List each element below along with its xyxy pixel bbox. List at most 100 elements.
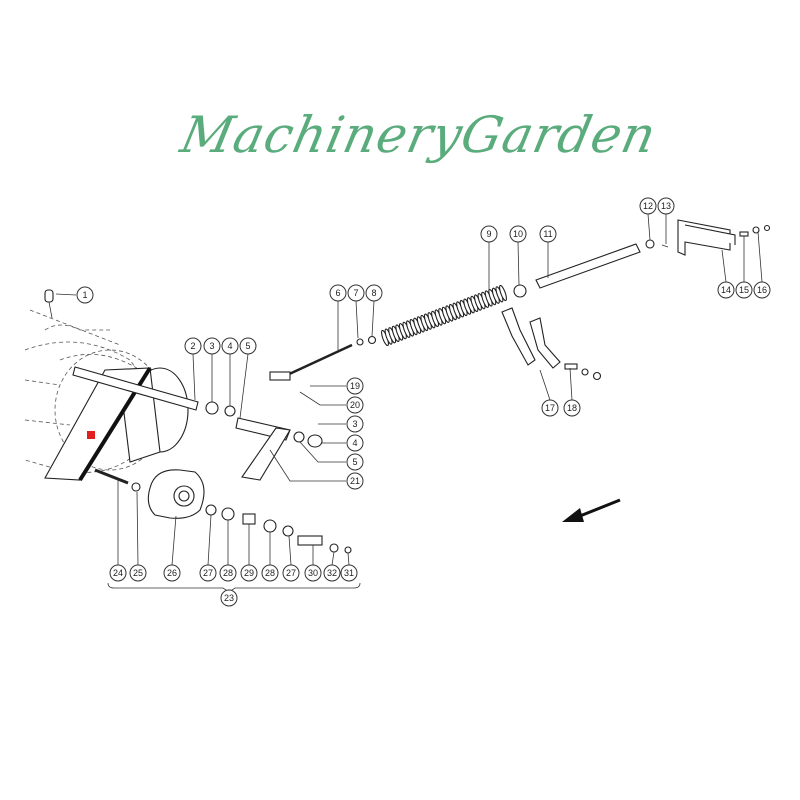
watermark: MachineryGarden: [175, 106, 662, 164]
spring-part: [381, 284, 507, 347]
callout-number: 32: [327, 568, 337, 578]
callout-circle: [239, 337, 257, 355]
callout-circle: [220, 589, 238, 607]
callout-circle: [203, 337, 221, 355]
plate-part: [501, 307, 602, 381]
callout-number: 11: [543, 229, 552, 239]
callout-number: 26: [167, 568, 177, 578]
callout-circle: [329, 284, 347, 302]
callout-3: 3: [346, 415, 364, 433]
callout-23: 23: [220, 589, 238, 607]
leader-lines: [55, 213, 763, 593]
callout-21: 21: [346, 472, 364, 490]
callout-number: 16: [757, 285, 767, 295]
callout-31: 31: [340, 564, 358, 582]
lever-part: [235, 417, 323, 481]
callout-circle: [346, 396, 364, 414]
callout-number: 1: [82, 290, 87, 300]
callout-27: 27: [282, 564, 300, 582]
callout-4: 4: [346, 434, 364, 452]
callout-number: 19: [350, 381, 360, 391]
callout-number: 3: [352, 419, 357, 429]
callout-4: 4: [221, 337, 239, 355]
callout-number: 23: [224, 593, 234, 603]
callout-circle: [346, 415, 364, 433]
callout-number: 20: [350, 400, 360, 410]
callout-10: 10: [509, 225, 527, 243]
tube-part: [513, 239, 669, 298]
callout-number: 12: [643, 201, 653, 211]
callout-6: 6: [329, 284, 347, 302]
callout-3: 3: [203, 337, 221, 355]
callout-circle: [539, 225, 557, 243]
callout-number: 3: [209, 341, 214, 351]
callout-19: 19: [346, 377, 364, 395]
callout-32: 32: [323, 564, 341, 582]
callout-12: 12: [639, 197, 657, 215]
callout-circle: [221, 337, 239, 355]
callout-circle: [541, 399, 559, 417]
callout-circle: [219, 564, 237, 582]
callout-circle: [340, 564, 358, 582]
callout-number: 27: [203, 568, 213, 578]
callout-circle: [509, 225, 527, 243]
callout-28: 28: [261, 564, 279, 582]
callout-number: 30: [308, 568, 318, 578]
callout-7: 7: [347, 284, 365, 302]
callout-18: 18: [563, 399, 581, 417]
roller-assembly: [94, 468, 352, 554]
callout-number: 5: [245, 341, 250, 351]
callout-number: 15: [739, 285, 749, 295]
callout-number: 18: [567, 403, 577, 413]
callout-circle: [346, 434, 364, 452]
callout-number: 4: [227, 341, 232, 351]
callout-number: 17: [545, 403, 555, 413]
callout-number: 28: [223, 568, 233, 578]
callout-circle: [346, 377, 364, 395]
direction-arrow: [562, 498, 621, 522]
callout-number: 5: [352, 457, 357, 467]
callout-circle: [163, 564, 181, 582]
callout-20: 20: [346, 396, 364, 414]
bracket-part: [677, 219, 771, 256]
callout-26: 26: [163, 564, 181, 582]
callout-number: 7: [353, 288, 358, 298]
callout-number: 10: [513, 229, 523, 239]
callout-circle: [753, 281, 771, 299]
callout-circle: [346, 472, 364, 490]
callout-number: 21: [350, 476, 360, 486]
callout-11: 11: [539, 225, 557, 243]
callout-circle: [304, 564, 322, 582]
callout-24: 24: [109, 564, 127, 582]
callout-13: 13: [657, 197, 675, 215]
callout-circle: [261, 564, 279, 582]
callout-circle: [323, 564, 341, 582]
callout-1: 1: [76, 286, 94, 304]
callout-circle: [129, 564, 147, 582]
callout-circle: [735, 281, 753, 299]
red-marker: [87, 431, 95, 439]
callout-circle: [347, 284, 365, 302]
callout-16: 16: [753, 281, 771, 299]
rod-part: [269, 335, 377, 381]
callout-15: 15: [735, 281, 753, 299]
callout-30: 30: [304, 564, 322, 582]
callout-circle: [346, 453, 364, 471]
callout-circle: [639, 197, 657, 215]
callout-28: 28: [219, 564, 237, 582]
callout-number: 31: [344, 568, 354, 578]
callout-circle: [240, 564, 258, 582]
callout-number: 24: [113, 568, 123, 578]
callout-number: 28: [265, 568, 275, 578]
callout-circle: [480, 225, 498, 243]
callout-number: 4: [352, 438, 357, 448]
callout-9: 9: [480, 225, 498, 243]
callout-circle: [717, 281, 735, 299]
callout-5: 5: [346, 453, 364, 471]
callout-circle: [76, 286, 94, 304]
callout-number: 27: [286, 568, 296, 578]
callout-2: 2: [184, 337, 202, 355]
